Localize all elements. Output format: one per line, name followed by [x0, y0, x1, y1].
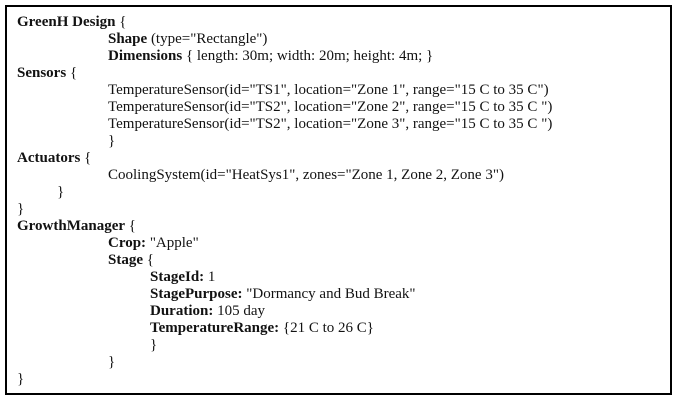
code-line: }: [15, 371, 662, 388]
code-line: TemperatureRange: {21 C to 26 C}: [15, 320, 662, 337]
code-line: StageId: 1: [15, 269, 662, 286]
code-text: CoolingSystem(id="HeatSys1", zones="Zone…: [108, 167, 504, 183]
code-line: CoolingSystem(id="HeatSys1", zones="Zone…: [15, 167, 662, 184]
code-line: StagePurpose: "Dormancy and Bud Break": [15, 286, 662, 303]
code-line: }: [15, 354, 662, 371]
code-keyword: TemperatureRange:: [150, 320, 280, 336]
code-text: {: [125, 218, 136, 234]
code-text: {: [66, 65, 78, 81]
code-line: Shape (type="Rectangle"): [15, 31, 662, 48]
code-text: {21 C to 26 C}: [279, 320, 374, 336]
code-line: Dimensions { length: 30m; width: 20m; he…: [15, 48, 662, 65]
code-line: TemperatureSensor(id="TS1", location="Zo…: [15, 82, 662, 99]
code-text: }: [17, 371, 25, 387]
code-line: TemperatureSensor(id="TS2", location="Zo…: [15, 116, 662, 133]
code-line: GreenH Design {: [15, 14, 662, 31]
code-text: {: [143, 252, 154, 268]
code-keyword: Duration:: [150, 303, 214, 319]
code-line: Stage {: [15, 252, 662, 269]
code-keyword: StagePurpose:: [150, 286, 243, 302]
code-text: }: [108, 133, 116, 149]
code-text: TemperatureSensor(id="TS2", location="Zo…: [108, 99, 553, 115]
code-line: Duration: 105 day: [15, 303, 662, 320]
code-keyword: Crop:: [108, 235, 147, 251]
code-text: {: [115, 14, 127, 30]
code-keyword: Sensors: [17, 65, 67, 81]
code-line: }: [15, 133, 662, 150]
code-text: "Apple": [146, 235, 199, 251]
code-text: (type="Rectangle"): [147, 31, 268, 47]
code-keyword: Actuators: [17, 150, 81, 166]
code-line: }: [15, 201, 662, 218]
code-text: }: [17, 201, 25, 217]
code-keyword: Shape: [108, 31, 148, 47]
code-text: TemperatureSensor(id="TS2", location="Zo…: [108, 116, 553, 132]
code-text: TemperatureSensor(id="TS1", location="Zo…: [108, 82, 549, 98]
code-line: TemperatureSensor(id="TS2", location="Zo…: [15, 99, 662, 116]
code-line: Crop: "Apple": [15, 235, 662, 252]
code-line: GrowthManager {: [15, 218, 662, 235]
code-keyword: GrowthManager: [17, 218, 126, 234]
code-text: 105 day: [213, 303, 266, 319]
code-listing: GreenH Design {Shape (type="Rectangle")D…: [15, 14, 662, 388]
code-line: }: [15, 184, 662, 201]
code-text: }: [108, 354, 116, 370]
code-keyword: StageId:: [150, 269, 205, 285]
code-text: }: [150, 337, 158, 353]
code-text: {: [80, 150, 92, 166]
code-line: Sensors {: [15, 65, 662, 82]
code-text: 1: [204, 269, 216, 285]
code-listing-panel: GreenH Design {Shape (type="Rectangle")D…: [5, 5, 672, 395]
code-keyword: GreenH Design: [17, 14, 116, 30]
code-line: }: [15, 337, 662, 354]
code-line: Actuators {: [15, 150, 662, 167]
code-text: { length: 30m; width: 20m; height: 4m; }: [182, 48, 434, 64]
code-keyword: Dimensions: [108, 48, 183, 64]
code-text: "Dormancy and Bud Break": [242, 286, 416, 302]
code-text: }: [57, 184, 65, 200]
code-keyword: Stage: [108, 252, 143, 268]
